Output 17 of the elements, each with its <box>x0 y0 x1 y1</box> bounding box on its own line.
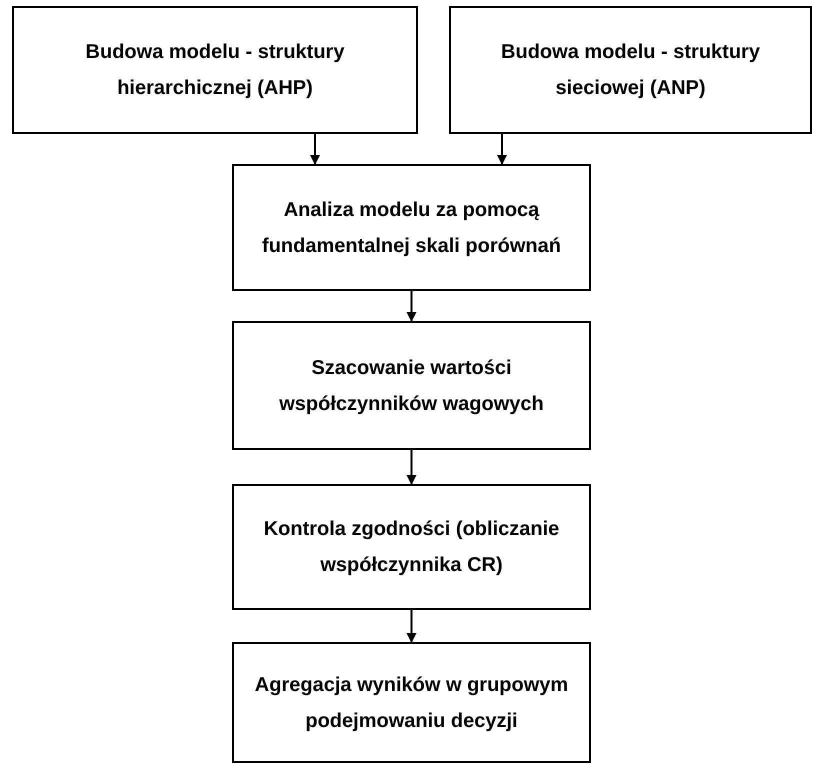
arrow <box>497 134 507 165</box>
process-box <box>232 164 591 291</box>
arrow <box>406 610 416 643</box>
step-text: Kontrola zgodności (obliczanie współczynnika CR) <box>262 517 560 578</box>
step-text: Agregacja wyników w grupowym podejmowaniu decyzji <box>254 672 570 734</box>
arrow <box>310 134 320 165</box>
process-box <box>232 321 591 450</box>
arrow <box>406 450 416 485</box>
process-box <box>449 6 812 134</box>
process-box <box>12 6 418 134</box>
process-box <box>232 642 591 763</box>
process-box <box>232 484 591 610</box>
step-text: Szacowanie wartości współczynników wagowych <box>278 356 545 416</box>
arrow <box>406 291 416 322</box>
step-text: Budowa modelu - struktury hierarchicznej (AHP) <box>84 40 346 101</box>
step-text: Analiza modelu za pomocą fundamentalnej skali porównań <box>261 198 562 258</box>
step-text: Budowa modelu - struktury sieciowej (ANP) <box>500 40 761 101</box>
